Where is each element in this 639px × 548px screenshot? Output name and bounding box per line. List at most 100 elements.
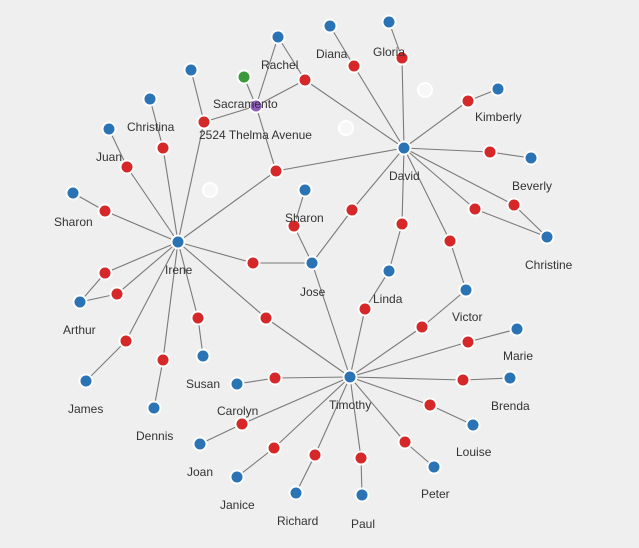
link-node-irene-jose[interactable] xyxy=(245,255,261,271)
edge-sacramento-rachel xyxy=(255,36,279,107)
link-node-janice[interactable] xyxy=(266,440,282,456)
link-node-jose-david[interactable] xyxy=(344,202,360,218)
link-node-christine2[interactable] xyxy=(467,201,483,217)
link-node-irene-james[interactable] xyxy=(118,333,134,349)
person-node-rachel[interactable] xyxy=(270,29,286,45)
person-node-victor[interactable] xyxy=(458,282,474,298)
person-node-louise[interactable] xyxy=(465,417,481,433)
label-sharon-center: Sharon xyxy=(285,211,324,225)
label-diana: Diana xyxy=(316,47,348,61)
person-node-richard[interactable] xyxy=(288,485,304,501)
person-node-christina[interactable] xyxy=(142,91,158,107)
link-node-irene-susan[interactable] xyxy=(190,310,206,326)
person-node-james[interactable] xyxy=(78,373,94,389)
person-node-t1[interactable] xyxy=(183,62,199,78)
edge-r_linda-linda xyxy=(388,223,403,272)
link-node-irene-arthur[interactable] xyxy=(109,286,125,302)
link-node-linda-tim[interactable] xyxy=(357,301,373,317)
link-node-sharon-jose[interactable] xyxy=(286,218,302,234)
label-layer: Rachel Diana Gloria Sacramento 2524 Thel… xyxy=(54,45,573,531)
person-node-gloria[interactable] xyxy=(381,14,397,30)
person-node-beverly[interactable] xyxy=(523,150,539,166)
link-node-irene-dennis[interactable] xyxy=(155,352,171,368)
label-address: 2524 Thelma Avenue xyxy=(199,128,312,142)
person-node-dennis[interactable] xyxy=(146,400,162,416)
link-node-louise[interactable] xyxy=(422,397,438,413)
label-arthur: Arthur xyxy=(63,323,96,337)
ghost-node-2[interactable] xyxy=(338,120,354,136)
person-node-arthur[interactable] xyxy=(72,294,88,310)
person-node-marie[interactable] xyxy=(509,321,525,337)
label-christine: Christine xyxy=(525,258,573,272)
person-node-brenda[interactable] xyxy=(502,370,518,386)
address-node-2524-thelma-avenue[interactable] xyxy=(248,98,264,114)
place-node-sacramento[interactable] xyxy=(236,69,252,85)
person-node-david[interactable] xyxy=(396,140,412,156)
edge-irene-r_irene_arthur xyxy=(116,241,179,295)
label-rachel: Rachel xyxy=(261,58,298,72)
edge-r_christine-christine xyxy=(513,204,548,238)
link-node-victor[interactable] xyxy=(442,233,458,249)
link-node-victor-tim[interactable] xyxy=(414,319,430,335)
edge-david-r_christine2 xyxy=(403,147,476,210)
link-node-irene-timothy[interactable] xyxy=(258,310,274,326)
person-node-christine[interactable] xyxy=(539,229,555,245)
person-node-paul[interactable] xyxy=(354,487,370,503)
edge-timothy-r_linda_tim xyxy=(349,308,366,378)
person-node-peter[interactable] xyxy=(426,459,442,475)
edge-timothy-r_brenda xyxy=(349,376,464,381)
link-node-linda[interactable] xyxy=(394,216,410,232)
link-node-beverly[interactable] xyxy=(482,144,498,160)
link-node-irene-t1[interactable] xyxy=(196,114,212,130)
link-node-brenda[interactable] xyxy=(455,372,471,388)
edge-timothy-r_richard xyxy=(314,376,351,456)
ghost-node-3[interactable] xyxy=(202,182,218,198)
label-beverly: Beverly xyxy=(512,179,552,193)
link-node-joan[interactable] xyxy=(234,416,250,432)
link-node-irene-juan[interactable] xyxy=(119,159,135,175)
edge-r_brenda-brenda xyxy=(462,377,511,381)
link-node-gloria[interactable] xyxy=(394,50,410,66)
edge-r_joan-joan xyxy=(199,423,243,445)
ghost-node-1[interactable] xyxy=(417,82,433,98)
edge-irene-r_irene_timothy xyxy=(177,241,267,319)
person-node-jose[interactable] xyxy=(304,255,320,271)
person-node-timothy[interactable] xyxy=(342,369,358,385)
edge-david-r_david_sac xyxy=(304,79,405,149)
person-node-susan[interactable] xyxy=(195,348,211,364)
link-node-kimberly[interactable] xyxy=(460,93,476,109)
edge-timothy-r_peter xyxy=(349,376,406,443)
edge-r_irene_david-david xyxy=(275,147,405,172)
link-node-christine[interactable] xyxy=(506,197,522,213)
link-node-irene-sharon[interactable] xyxy=(97,203,113,219)
person-node-diana[interactable] xyxy=(322,18,338,34)
person-node-sharon-c[interactable] xyxy=(297,182,313,198)
edge-david-r_christine xyxy=(403,147,515,206)
person-node-juan[interactable] xyxy=(101,121,117,137)
link-node-marie[interactable] xyxy=(460,334,476,350)
person-node-irene[interactable] xyxy=(170,234,186,250)
person-node-joan[interactable] xyxy=(192,436,208,452)
link-node-richard[interactable] xyxy=(307,447,323,463)
link-node-carolyn[interactable] xyxy=(267,370,283,386)
label-kimberly: Kimberly xyxy=(475,110,522,124)
person-node-janice[interactable] xyxy=(229,469,245,485)
link-node-paul[interactable] xyxy=(353,450,369,466)
link-node-arthur2[interactable] xyxy=(97,265,113,281)
link-node-irene-christina[interactable] xyxy=(155,140,171,156)
label-james: James xyxy=(68,402,103,416)
link-node-david-sac[interactable] xyxy=(297,72,313,88)
edge-david-r_jose_david xyxy=(351,147,405,211)
link-node-peter[interactable] xyxy=(397,434,413,450)
edge-david-r_gloria xyxy=(401,57,405,149)
edge-david-r_diana xyxy=(353,65,405,149)
person-node-kimberly[interactable] xyxy=(490,81,506,97)
link-node-diana[interactable] xyxy=(346,58,362,74)
label-richard: Richard xyxy=(277,514,318,528)
person-node-sharon-l[interactable] xyxy=(65,185,81,201)
edge-irene-r_irene_jose xyxy=(177,241,254,264)
person-node-carolyn[interactable] xyxy=(229,376,245,392)
person-node-linda[interactable] xyxy=(381,263,397,279)
edge-timothy-r_victor_tim xyxy=(349,326,423,378)
link-node-irene-david[interactable] xyxy=(268,163,284,179)
